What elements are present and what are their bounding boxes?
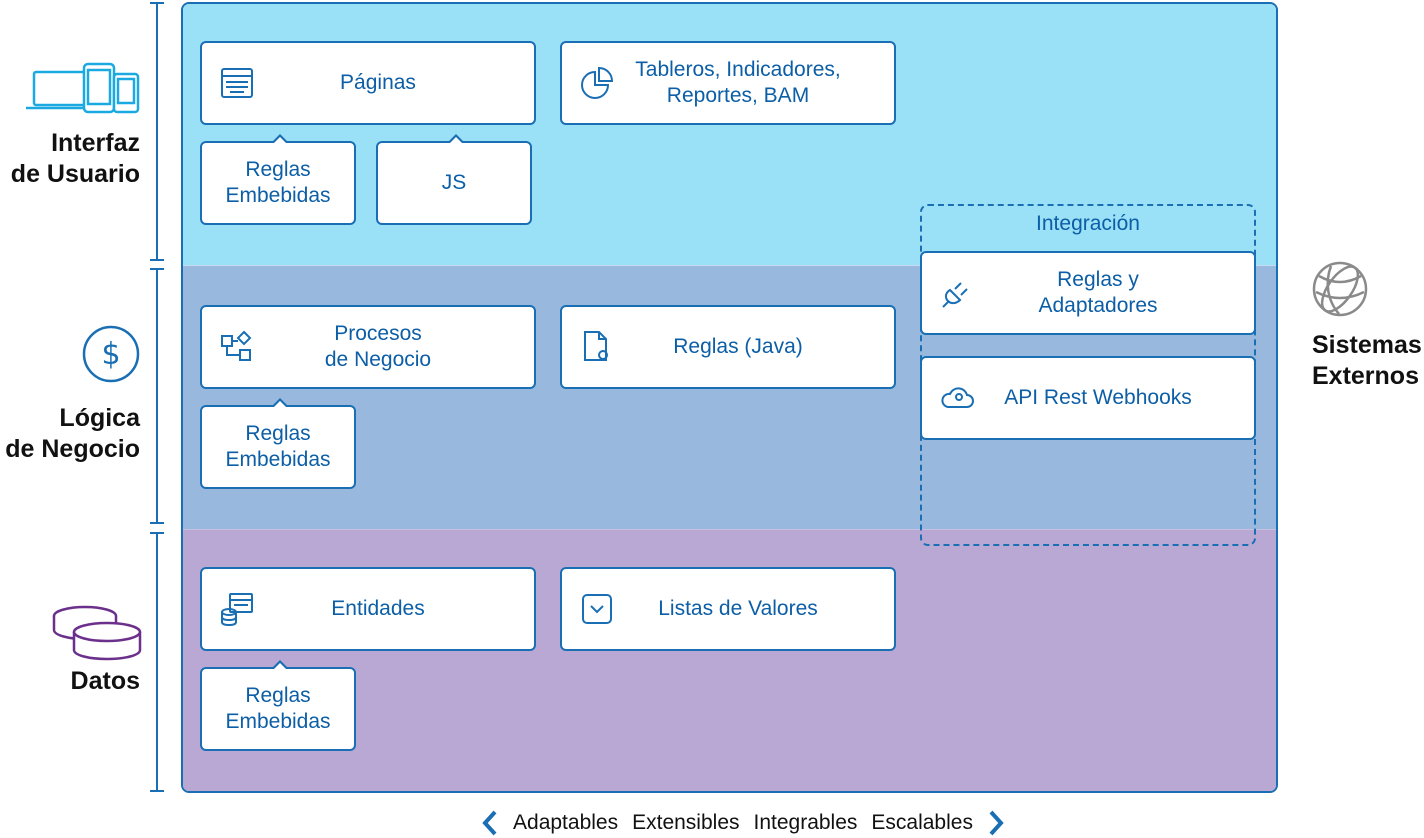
bracket-data — [150, 532, 164, 792]
bracket-logic — [150, 268, 164, 524]
cloud-gear-icon — [941, 387, 974, 408]
quality-adaptables: Adaptables — [513, 811, 619, 834]
layer-label-data: Datos — [70, 667, 140, 695]
devices-icon — [26, 62, 140, 114]
page-icon — [221, 68, 253, 98]
box-reglas-embebidas-ui: Reglas Embebidas — [200, 134, 356, 225]
quality-escalables: Escalables — [871, 811, 973, 834]
chevron-left-icon — [482, 810, 497, 836]
quality-integrables: Integrables — [753, 811, 858, 834]
layer-label-logic: Lógica de Negocio — [5, 404, 140, 463]
chevron-right-icon — [989, 810, 1004, 836]
pie-chart-icon — [581, 66, 614, 99]
dollar-icon: $ — [82, 325, 140, 383]
entities-icon — [221, 593, 253, 626]
box-reglas-embebidas-data: Reglas Embebidas — [200, 660, 356, 751]
box-api-rest: API Rest Webhooks — [920, 356, 1256, 440]
svg-text:$: $ — [101, 337, 120, 372]
external-systems-label: Sistemas Externos — [1312, 331, 1422, 390]
rules-doc-icon — [584, 331, 608, 361]
qualities-footer: Adaptables Extensibles Integrables Escal… — [460, 808, 1026, 838]
box-procesos: Procesos de Negocio — [200, 305, 536, 389]
bracket-ui — [150, 2, 164, 261]
box-reglas-embebidas-logic: Reglas Embebidas — [200, 398, 356, 489]
box-reglas-adaptadores: Reglas y Adaptadores — [920, 251, 1256, 335]
box-reglas-java: Reglas (Java) — [560, 305, 896, 389]
layer-label-ui: Interfaz de Usuario — [10, 129, 140, 188]
box-tableros: Tableros, Indicadores, Reportes, BAM — [560, 41, 896, 125]
process-icon — [221, 330, 252, 361]
integration-title: Integración — [1036, 212, 1140, 235]
quality-extensibles: Extensibles — [632, 811, 740, 834]
box-js: JS — [376, 134, 532, 225]
box-paginas: Páginas — [200, 41, 536, 125]
database-icon — [52, 605, 142, 661]
dropdown-icon — [582, 594, 612, 624]
globe-icon — [1312, 261, 1368, 317]
plug-icon — [942, 282, 968, 308]
box-entidades: Entidades — [200, 567, 536, 651]
box-listas: Listas de Valores — [560, 567, 896, 651]
